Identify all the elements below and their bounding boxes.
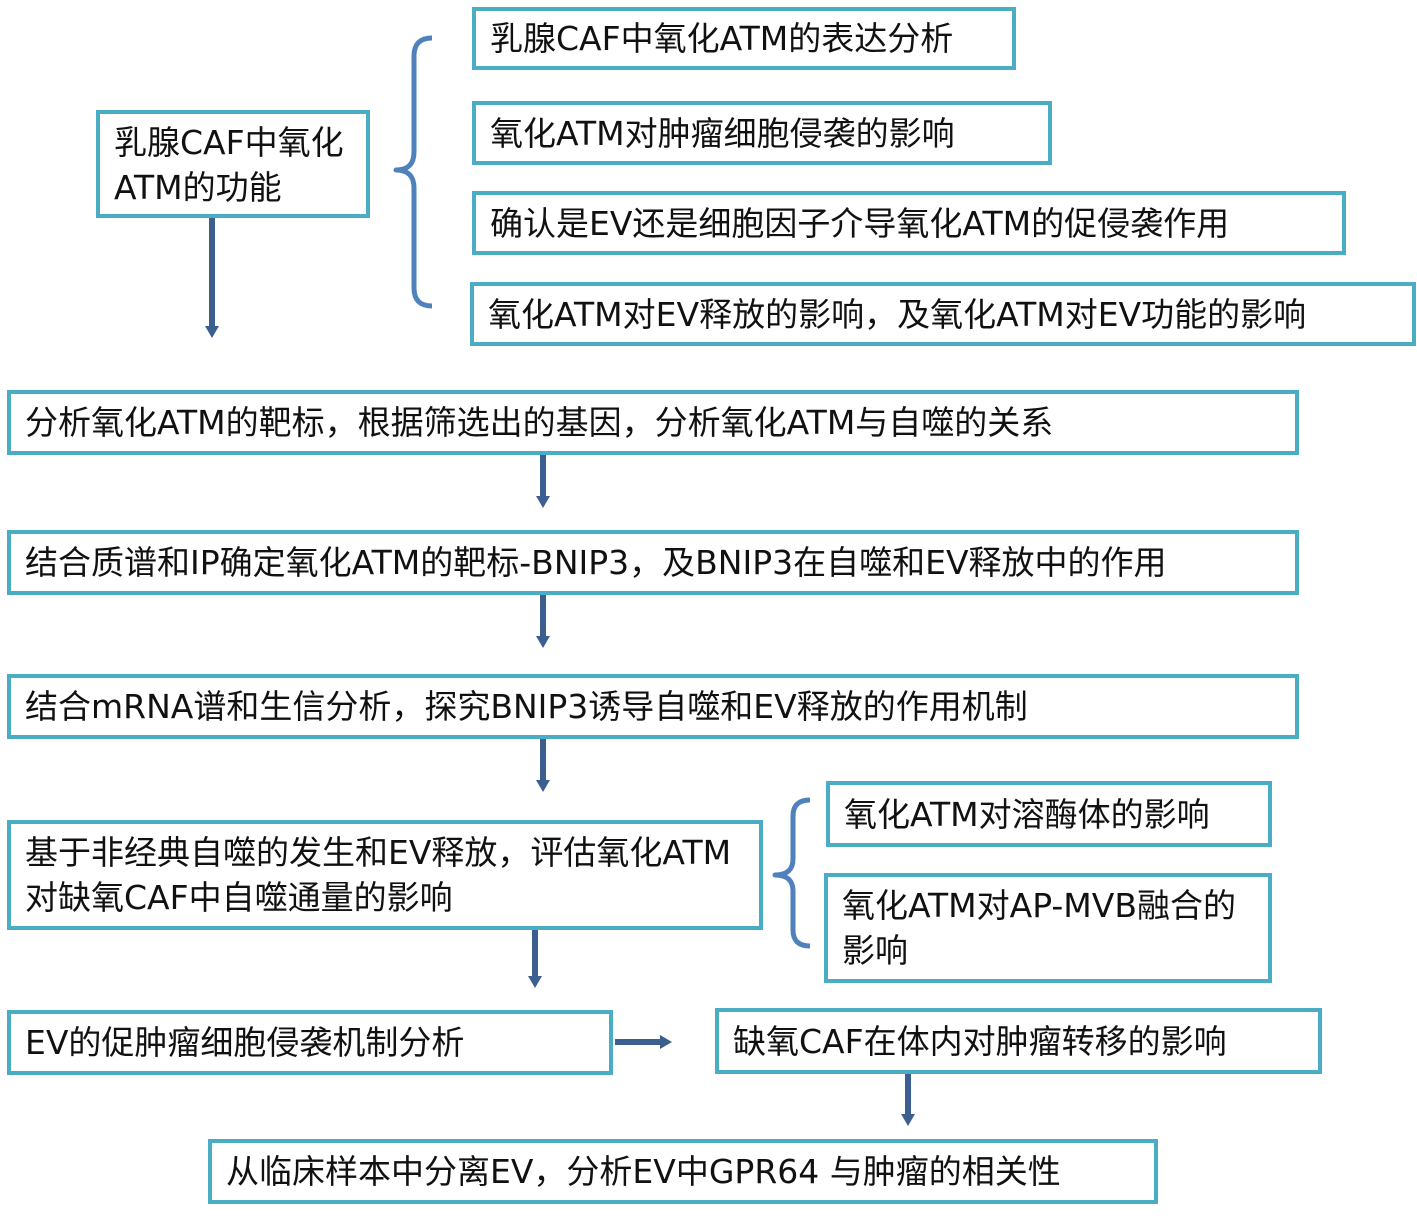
step-bnip3-confirm-label: 结合质谱和IP确定氧化ATM的靶标-BNIP3，及BNIP3在自噬和EV释放中的… xyxy=(25,543,1167,582)
sub-box-mediator: 确认是EV还是细胞因子介导氧化ATM的促侵袭作用 xyxy=(472,191,1346,255)
invivo-box: 缺氧CAF在体内对肿瘤转移的影响 xyxy=(715,1008,1322,1074)
invivo-label: 缺氧CAF在体内对肿瘤转移的影响 xyxy=(733,1021,1227,1061)
sub-box-lysosome-label: 氧化ATM对溶酶体的影响 xyxy=(844,794,1210,834)
step-mechanism-label: 结合mRNA谱和生信分析，探究BNIP3诱导自噬和EV释放的作用机制 xyxy=(25,687,1028,726)
sub-box-lysosome: 氧化ATM对溶酶体的影响 xyxy=(826,781,1272,847)
sub-box-ev-release-label: 氧化ATM对EV释放的影响，及氧化ATM对EV功能的影响 xyxy=(488,294,1307,334)
ev-mechanism-box: EV的促肿瘤细胞侵袭机制分析 xyxy=(7,1010,613,1075)
brace-top xyxy=(393,35,433,309)
step-mechanism: 结合mRNA谱和生信分析，探究BNIP3诱导自噬和EV释放的作用机制 xyxy=(7,674,1299,739)
clinical-box: 从临床样本中分离EV，分析EV中GPR64 与肿瘤的相关性 xyxy=(208,1139,1158,1204)
autophagy-box: 基于非经典自噬的发生和EV释放，评估氧化ATM对缺氧CAF中自噬通量的影响 xyxy=(7,820,763,930)
function-box: 乳腺CAF中氧化ATM的功能 xyxy=(96,110,370,218)
step-bnip3-confirm: 结合质谱和IP确定氧化ATM的靶标-BNIP3，及BNIP3在自噬和EV释放中的… xyxy=(7,530,1299,595)
ev-mechanism-label: EV的促肿瘤细胞侵袭机制分析 xyxy=(25,1023,465,1062)
sub-box-expression-label: 乳腺CAF中氧化ATM的表达分析 xyxy=(490,19,954,58)
step-target-analysis-label: 分析氧化ATM的靶标，根据筛选出的基因，分析氧化ATM与自噬的关系 xyxy=(25,403,1054,442)
sub-box-invasion-label: 氧化ATM对肿瘤细胞侵袭的影响 xyxy=(490,113,955,153)
clinical-label: 从临床样本中分离EV，分析EV中GPR64 与肿瘤的相关性 xyxy=(226,1152,1061,1191)
step-target-analysis: 分析氧化ATM的靶标，根据筛选出的基因，分析氧化ATM与自噬的关系 xyxy=(7,390,1299,455)
autophagy-box-label: 基于非经典自噬的发生和EV释放，评估氧化ATM对缺氧CAF中自噬通量的影响 xyxy=(25,833,732,917)
sub-box-invasion: 氧化ATM对肿瘤细胞侵袭的影响 xyxy=(472,101,1052,165)
function-box-label: 乳腺CAF中氧化ATM的功能 xyxy=(114,123,344,207)
sub-box-ev-release: 氧化ATM对EV释放的影响，及氧化ATM对EV功能的影响 xyxy=(470,282,1416,346)
brace-autophagy xyxy=(772,797,811,949)
sub-box-ap-mvb: 氧化ATM对AP-MVB融合的影响 xyxy=(824,873,1272,983)
sub-box-expression: 乳腺CAF中氧化ATM的表达分析 xyxy=(472,7,1016,70)
sub-box-ap-mvb-label: 氧化ATM对AP-MVB融合的影响 xyxy=(842,886,1236,970)
sub-box-mediator-label: 确认是EV还是细胞因子介导氧化ATM的促侵袭作用 xyxy=(490,203,1230,243)
